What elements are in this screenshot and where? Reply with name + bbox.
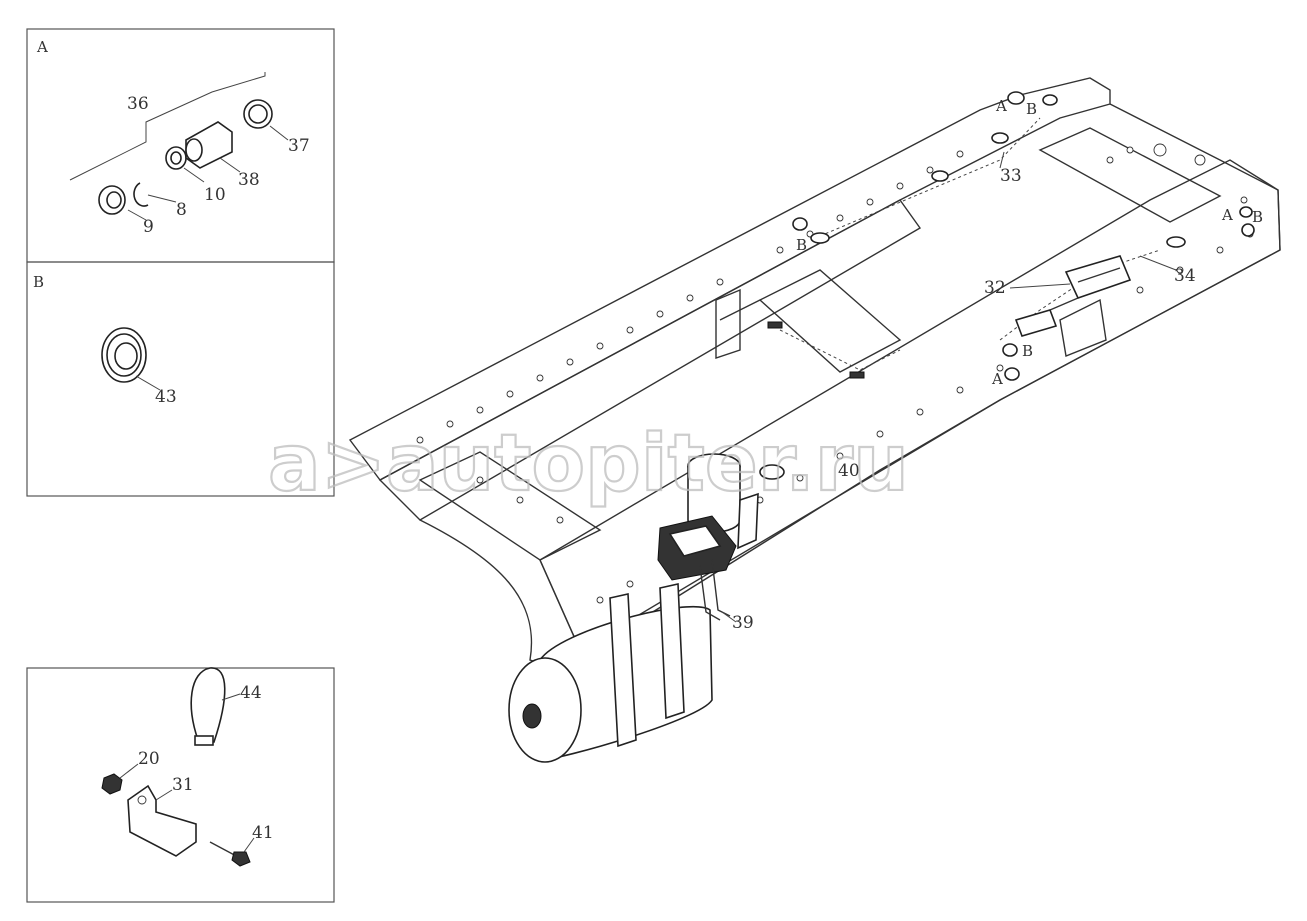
marker-b-left: B (796, 236, 807, 254)
grommet-part-43 (101, 327, 147, 383)
label-34: 34 (1174, 266, 1196, 286)
fitting-part-40 (759, 464, 785, 480)
chassis-frame (348, 77, 1281, 671)
panel-b-title: B (33, 273, 44, 291)
marker-b-mid: B (1022, 342, 1033, 360)
clip-part-8 (133, 182, 149, 207)
marker-a-right: A (1221, 206, 1233, 224)
label-44: 44 (240, 683, 262, 703)
marker-b-top: B (1026, 100, 1037, 118)
label-40: 40 (838, 461, 860, 481)
detail-panel-a: A 36 37 38 10 8 9 (26, 28, 335, 263)
label-36: 36 (127, 94, 149, 114)
label-41: 41 (252, 823, 274, 843)
panel-a-title: A (36, 38, 48, 56)
main-labels: 33 32 34 39 40 A B B A B A B (732, 97, 1263, 633)
bracket-part-31 (127, 784, 197, 857)
label-20: 20 (138, 749, 160, 769)
label-9: 9 (143, 217, 154, 237)
detail-panel-c: 44 20 31 41 (26, 667, 335, 903)
valve-assembly-32 (1014, 255, 1132, 337)
marker-a-top: A (995, 97, 1007, 115)
marker-a-mid: A (991, 370, 1003, 388)
marker-b-right: B (1252, 208, 1263, 226)
label-31: 31 (172, 775, 194, 795)
label-32: 32 (984, 278, 1006, 298)
detail-panel-b: B 43 (26, 261, 335, 497)
nut-part-20 (101, 773, 123, 795)
label-10: 10 (204, 185, 226, 205)
air-tank-assembly-39 (508, 453, 759, 763)
label-37: 37 (288, 136, 310, 156)
label-33: 33 (1000, 166, 1022, 186)
label-39: 39 (732, 613, 754, 633)
label-43: 43 (155, 387, 177, 407)
label-8: 8 (176, 200, 187, 220)
clamp-part-44 (190, 667, 226, 743)
label-38: 38 (238, 170, 260, 190)
watermark-text: a>autopiter.ru (268, 419, 909, 509)
frame-fittings (759, 91, 1255, 480)
